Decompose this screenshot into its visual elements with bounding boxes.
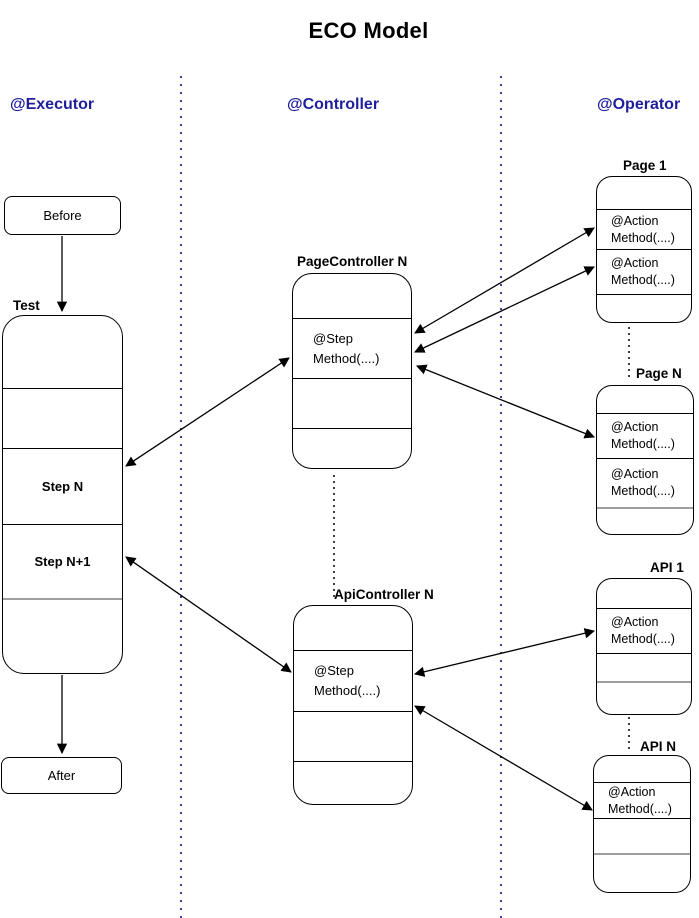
test-node-label: Test	[13, 298, 40, 313]
apin-action-section: @Action Method(....)	[594, 782, 690, 818]
api1-empty-section-3	[597, 681, 691, 716]
executor-column-header: @Executor	[10, 96, 95, 113]
api1-action-section: @Action Method(....)	[597, 608, 691, 653]
page1-action1-section: @Action Method(....)	[597, 209, 691, 249]
apin-node: @Action Method(....)	[593, 755, 691, 893]
apin-empty-section-2	[594, 818, 690, 853]
action-method: Method(....)	[608, 801, 672, 816]
page1-empty-section-2	[597, 294, 691, 324]
pagecontroller-empty-section-2	[293, 378, 411, 428]
step-annotation: @Step	[313, 330, 353, 346]
before-node: Before	[4, 196, 121, 235]
arrow-stepn-pagecontroller	[125, 357, 290, 467]
pagecontroller-empty-section-1	[293, 274, 411, 318]
action-annotation: @Action	[611, 213, 659, 228]
page1-node: @Action Method(....) @Action Method(....…	[596, 176, 692, 323]
action-method: Method(....)	[611, 632, 675, 646]
before-label: Before	[43, 208, 82, 223]
step-n-plus-1-section: Step N+1	[3, 524, 122, 598]
page1-action2-section: @Action Method(....)	[597, 249, 691, 294]
test-empty-section-1	[3, 316, 122, 388]
pagecontroller-node: @Step Method(....)	[292, 273, 412, 469]
arrow-pagecontroller-pagen-action1	[416, 364, 595, 439]
api1-empty-section-1	[597, 579, 691, 608]
controller-column-header: @Controller	[287, 96, 380, 113]
operator-column-header: @Operator	[597, 96, 681, 113]
arrow-stepn1-apicontroller	[125, 556, 292, 673]
action-annotation: @Action	[611, 467, 659, 481]
step-n-section: Step N	[3, 448, 122, 524]
apicontroller-step-section: @Step Method(....)	[294, 650, 412, 711]
api1-empty-section-2	[597, 653, 691, 681]
action-method: Method(....)	[611, 230, 675, 245]
apicontroller-node: @Step Method(....)	[293, 605, 413, 805]
apicontroller-empty-section-3	[294, 761, 412, 806]
arrow-pagecontroller-page1-action1	[414, 227, 595, 334]
apin-empty-section-1	[594, 756, 690, 782]
action-annotation: @Action	[608, 784, 656, 799]
pagen-action1-section: @Action Method(....)	[597, 413, 693, 458]
pagen-node-label: Page N	[636, 366, 682, 381]
pagen-node: @Action Method(....) @Action Method(....…	[596, 385, 694, 535]
step-method: Method(....)	[313, 350, 380, 366]
page1-node-label: Page 1	[623, 158, 667, 173]
action-annotation: @Action	[611, 615, 659, 629]
arrow-pagecontroller-page1-action2	[414, 266, 595, 353]
pagen-empty-section-2	[597, 507, 693, 536]
pagen-empty-section-1	[597, 386, 693, 413]
pagecontroller-step-section: @Step Method(....)	[293, 318, 411, 378]
pagecontroller-node-label: PageController N	[297, 254, 408, 269]
apin-node-label: API N	[640, 739, 677, 754]
action-method: Method(....)	[611, 484, 675, 498]
api1-node-label: API 1	[650, 560, 684, 575]
apicontroller-empty-section-2	[294, 711, 412, 761]
step-method: Method(....)	[314, 683, 381, 698]
apicontroller-empty-section-1	[294, 606, 412, 650]
test-empty-section-2	[3, 388, 122, 448]
after-label: After	[47, 768, 76, 783]
action-annotation: @Action	[611, 256, 659, 270]
api1-node: @Action Method(....)	[596, 578, 692, 715]
pagen-action2-section: @Action Method(....)	[597, 458, 693, 507]
action-method: Method(....)	[611, 437, 675, 451]
test-node: Step N Step N+1	[2, 315, 123, 674]
arrow-apicontroller-apin-action	[414, 705, 593, 811]
arrow-apicontroller-api1-action	[413, 628, 596, 677]
diagram-title: ECO Model	[308, 18, 429, 43]
apin-empty-section-3	[594, 853, 690, 894]
pagecontroller-empty-section-3	[293, 428, 411, 470]
after-node: After	[1, 757, 122, 794]
action-annotation: @Action	[611, 420, 659, 434]
page1-empty-section-1	[597, 177, 691, 209]
step-annotation: @Step	[314, 663, 354, 678]
apicontroller-node-label: ApiController N	[334, 587, 434, 602]
test-empty-section-3	[3, 598, 122, 675]
action-method: Method(....)	[611, 273, 675, 287]
